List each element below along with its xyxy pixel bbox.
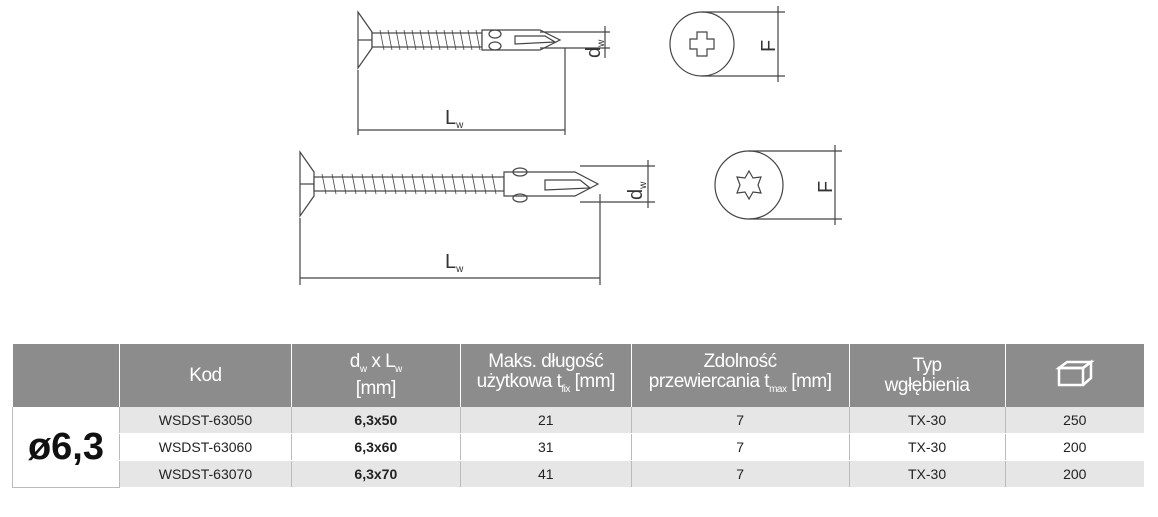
- cell-tmax: 7: [630, 433, 850, 461]
- screw-phillips: [357, 6, 785, 135]
- header-size: dw x Lw[mm]: [290, 344, 461, 407]
- cell-code: WSDST-63070: [118, 460, 292, 488]
- diameter-label: dw: [583, 39, 607, 58]
- cell-code: WSDST-63060: [118, 433, 292, 461]
- cell-recess: TX-30: [848, 433, 1006, 461]
- head-label: F: [815, 181, 837, 193]
- header-code: Kod: [118, 344, 292, 407]
- cell-size: 6,3x70: [290, 460, 461, 488]
- cell-recess: TX-30: [848, 460, 1006, 488]
- cell-size: 6,3x60: [290, 433, 461, 461]
- screw-technical-drawing: Lw Lw dw dw F F: [299, 6, 842, 285]
- diameter-label: dw: [625, 181, 649, 200]
- cell-qty: 250: [1004, 407, 1144, 434]
- header-package: [1004, 344, 1144, 407]
- table-row: ø6,3 WSDST-63050 6,3x50 21 7 TX-30 250: [12, 407, 1144, 488]
- diameter-group-label: ø6,3: [12, 407, 120, 488]
- cell-qty: 200: [1004, 460, 1144, 488]
- screw-torx: [299, 145, 842, 285]
- table-row: WSDST-63060 6,3x60 31 7 TX-30 200: [13, 433, 1144, 461]
- head-label: F: [758, 40, 780, 52]
- length-label: Lw: [445, 251, 464, 275]
- box-icon: [1055, 359, 1095, 387]
- cell-tfix: 21: [459, 407, 632, 434]
- cell-tmax: 7: [630, 407, 850, 434]
- table-row: WSDST-63070 6,3x70 41 7 TX-30 200: [13, 460, 1144, 488]
- cell-qty: 200: [1004, 433, 1144, 461]
- cell-tfix: 41: [459, 460, 632, 488]
- cell-code: WSDST-63050: [118, 407, 292, 434]
- header-blank: [12, 344, 120, 407]
- cell-recess: TX-30: [848, 407, 1006, 434]
- cell-size: 6,3x50: [290, 407, 461, 434]
- cell-tfix: 31: [459, 433, 632, 461]
- length-label: Lw: [445, 107, 464, 131]
- cell-tmax: 7: [630, 460, 850, 488]
